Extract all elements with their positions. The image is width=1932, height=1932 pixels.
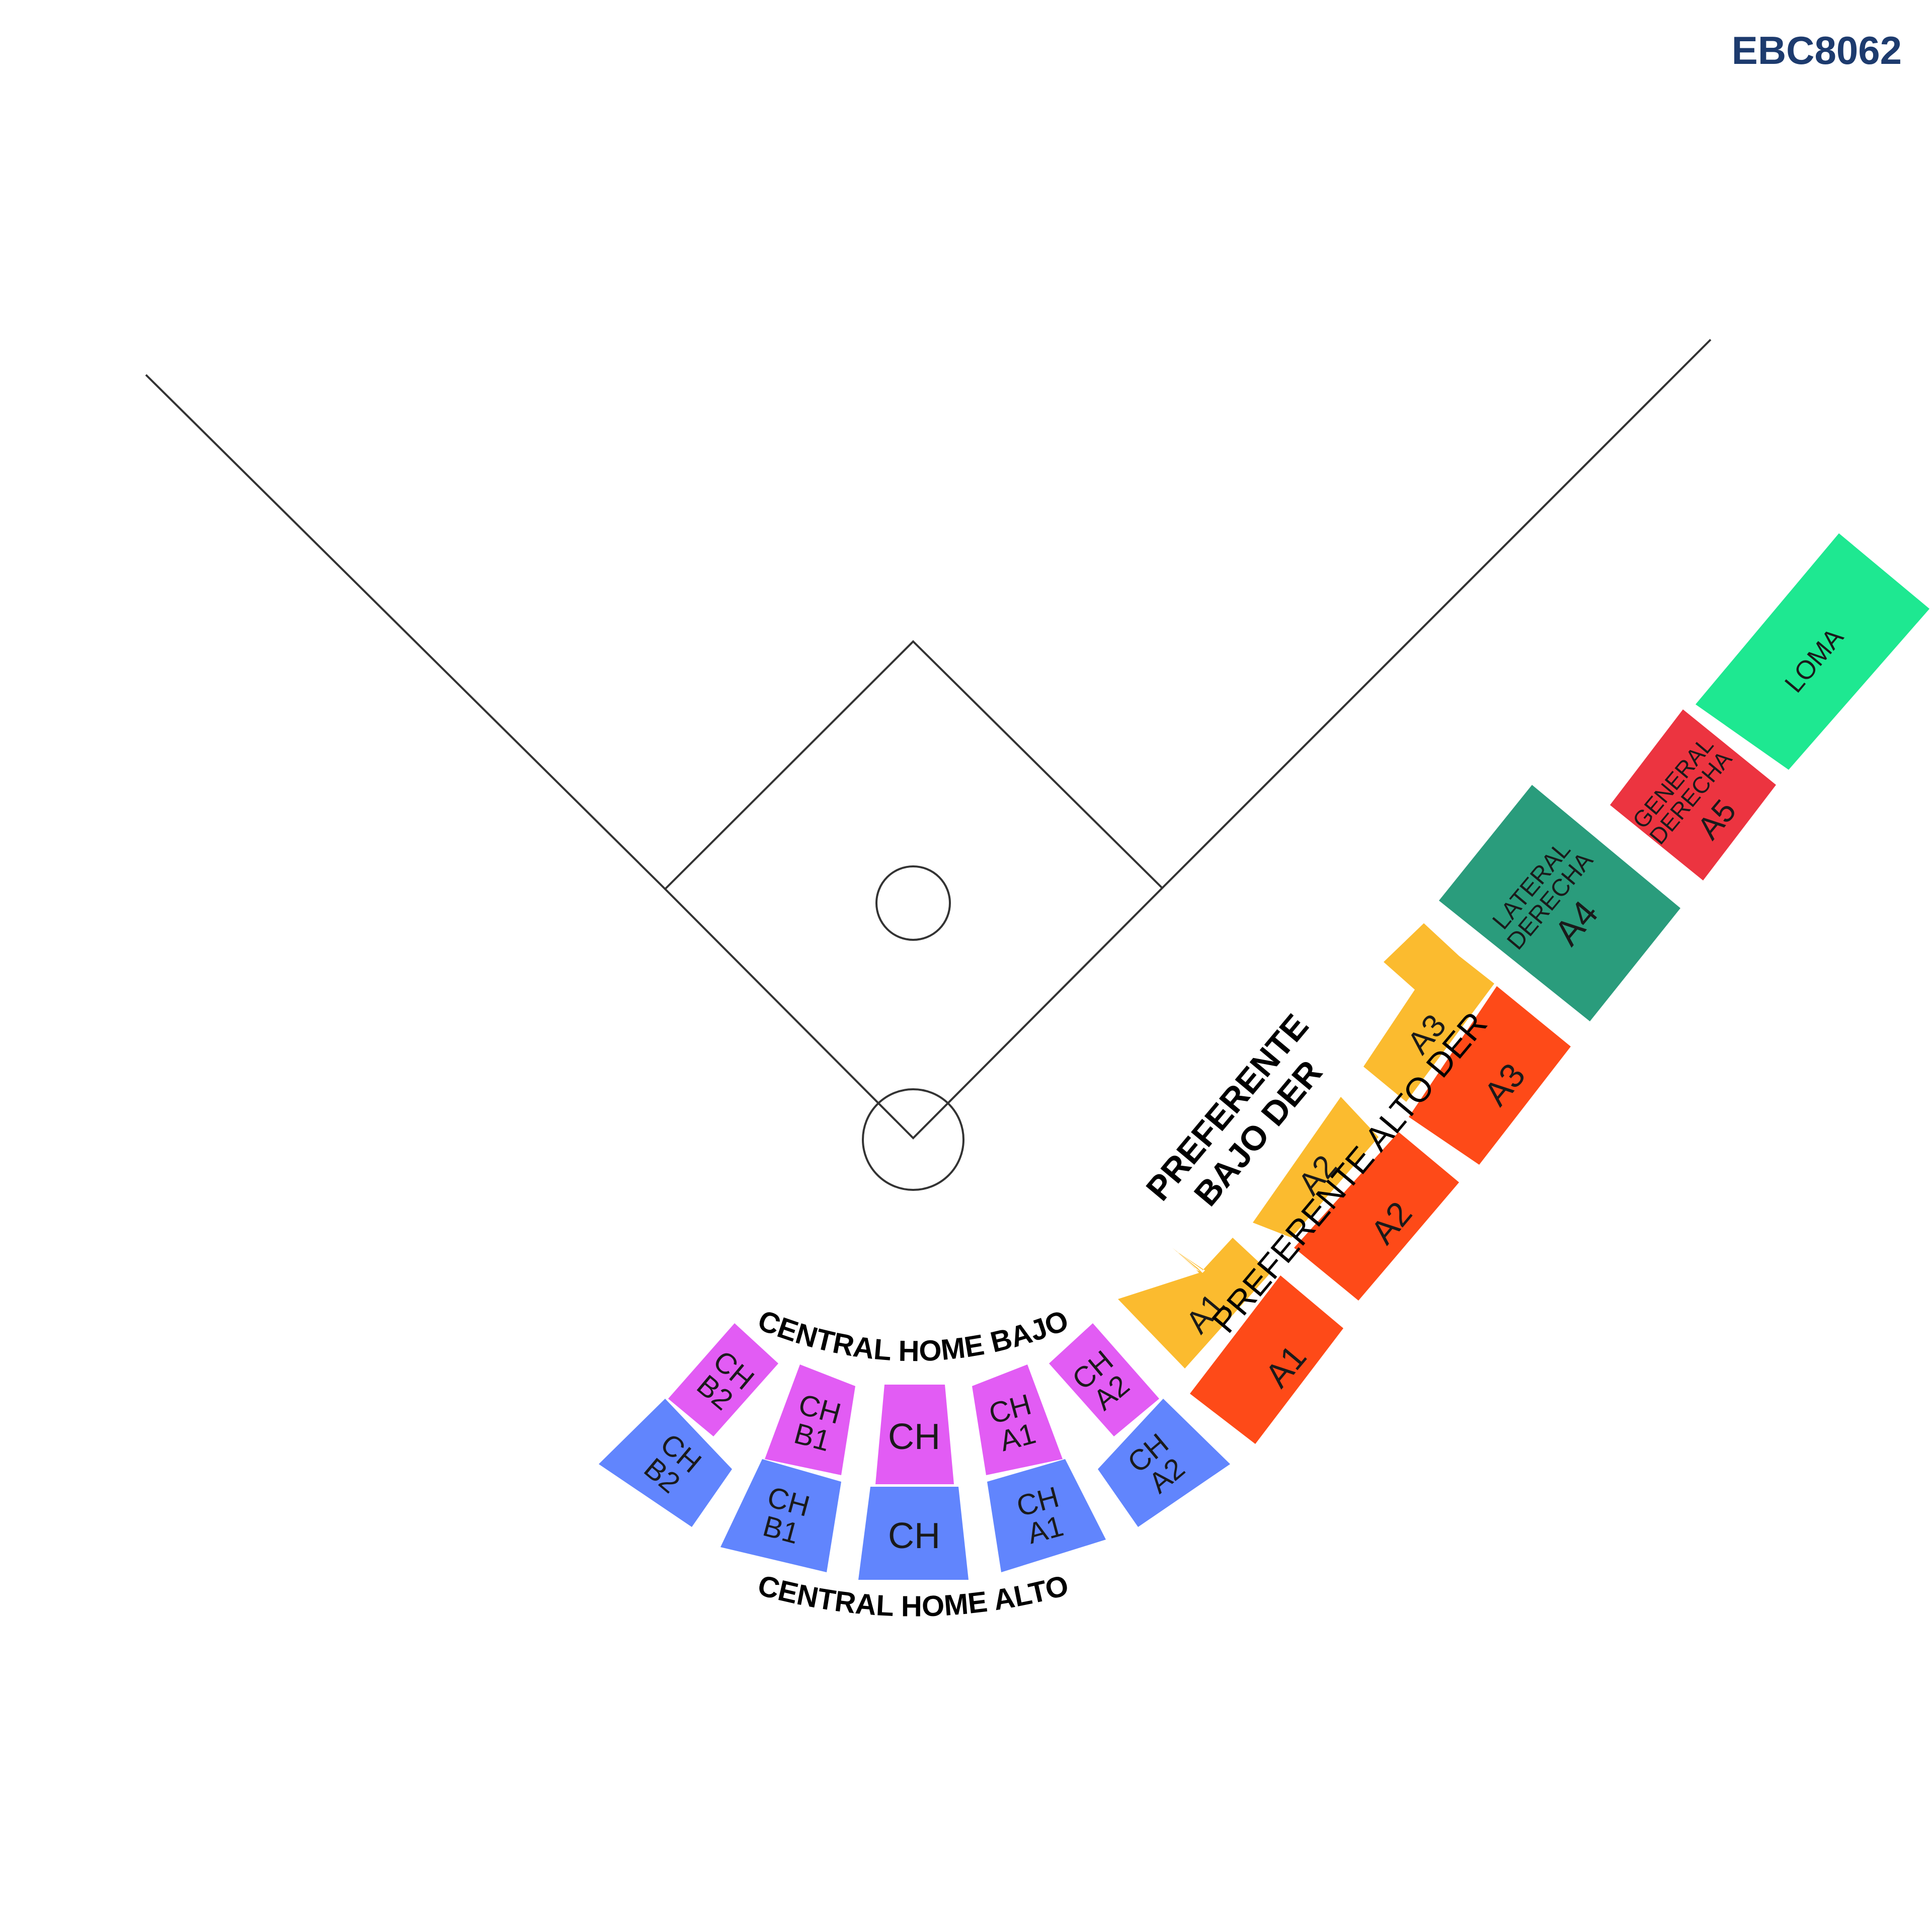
central-home-bajo-group: CHB2 CHB1 CH CHA1 CHA2 [668, 1323, 1159, 1484]
preferente-alto-group: A1 A2 A3 [1190, 986, 1571, 1444]
section-ch-a1-bajo-shape[interactable] [972, 1364, 1063, 1475]
section-pa-a2-shape[interactable] [1294, 1132, 1459, 1301]
home-plate-circle [862, 1088, 964, 1191]
section-ch-b2-alto-shape[interactable] [599, 1399, 732, 1527]
section-ch-b2-bajo-shape[interactable] [668, 1323, 778, 1436]
infield-diamond [664, 640, 1164, 1140]
label-central-home-bajo: CENTRAL HOME BAJO [753, 1304, 1073, 1367]
central-home-alto-group: CHB2 CHB1 CH CHA1 CHA2 [599, 1399, 1230, 1580]
section-pb-a3-shape[interactable] [1363, 923, 1494, 1102]
section-ch-a2-alto[interactable]: CHA2 [1098, 1399, 1230, 1527]
section-ch-a2-bajo[interactable]: CHA2 [1049, 1323, 1159, 1436]
section-lateral-derecha-a4[interactable]: LATERALDERECHAA4 [1439, 785, 1680, 1021]
section-ch-b2-bajo[interactable]: CHB2 [668, 1323, 778, 1436]
section-ch-a2-alto-shape[interactable] [1098, 1399, 1230, 1527]
pitchers-mound [875, 865, 951, 941]
foul-line-left [145, 374, 666, 890]
section-ch-b1-alto-shape[interactable] [720, 1459, 841, 1572]
preferente-bajo-group: A1 A2 A3 [1118, 923, 1494, 1369]
section-ch-a1-bajo[interactable]: CHA1 [972, 1364, 1063, 1475]
section-label-line: CH [888, 1417, 940, 1457]
section-loma-shape[interactable] [1696, 533, 1929, 770]
section-general-shape[interactable] [1610, 709, 1776, 880]
section-pb-a2-shape[interactable] [1253, 1097, 1379, 1238]
baseball-field [145, 339, 1712, 1191]
section-ch-b1-bajo[interactable]: CHB1 [765, 1364, 855, 1475]
section-ch-b2-alto[interactable]: CHB2 [599, 1399, 732, 1527]
section-ch-bajo-label: CH [888, 1417, 940, 1457]
section-ch-alto[interactable]: CH [858, 1487, 969, 1580]
section-ch-alto-shape[interactable] [858, 1487, 969, 1580]
section-label-line: CH [888, 1516, 940, 1556]
section-loma[interactable]: LOMA [1696, 533, 1929, 770]
section-pa-a3-shape[interactable] [1409, 986, 1571, 1165]
section-lateral-shape[interactable] [1439, 785, 1680, 1021]
section-ch-b1-bajo-label: CHB1 [787, 1388, 844, 1459]
section-pb-a1-shape[interactable] [1118, 1238, 1270, 1369]
section-pb-a3[interactable]: A3 [1363, 923, 1494, 1102]
section-ch-b1-alto[interactable]: CHB1 [720, 1459, 841, 1572]
section-ch-a1-alto-label: CHA1 [1013, 1481, 1070, 1551]
section-ch-a1-alto[interactable]: CHA1 [987, 1459, 1106, 1572]
foul-line-right [1161, 339, 1712, 889]
venue-code: EBC8062 [1731, 28, 1902, 72]
section-ch-b1-bajo-shape[interactable] [765, 1364, 855, 1475]
section-general-derecha-a5[interactable]: GENERALDERECHAA5 [1610, 709, 1776, 880]
section-pa-a1-shape[interactable] [1190, 1275, 1343, 1444]
section-ch-bajo[interactable]: CH [875, 1385, 954, 1484]
section-ch-bajo-shape[interactable] [875, 1385, 954, 1484]
section-ch-a2-bajo-shape[interactable] [1049, 1323, 1159, 1436]
section-ch-alto-label: CH [888, 1516, 940, 1556]
section-ch-a1-alto-shape[interactable] [987, 1459, 1106, 1572]
section-pa-a3[interactable]: A3 [1409, 986, 1571, 1165]
